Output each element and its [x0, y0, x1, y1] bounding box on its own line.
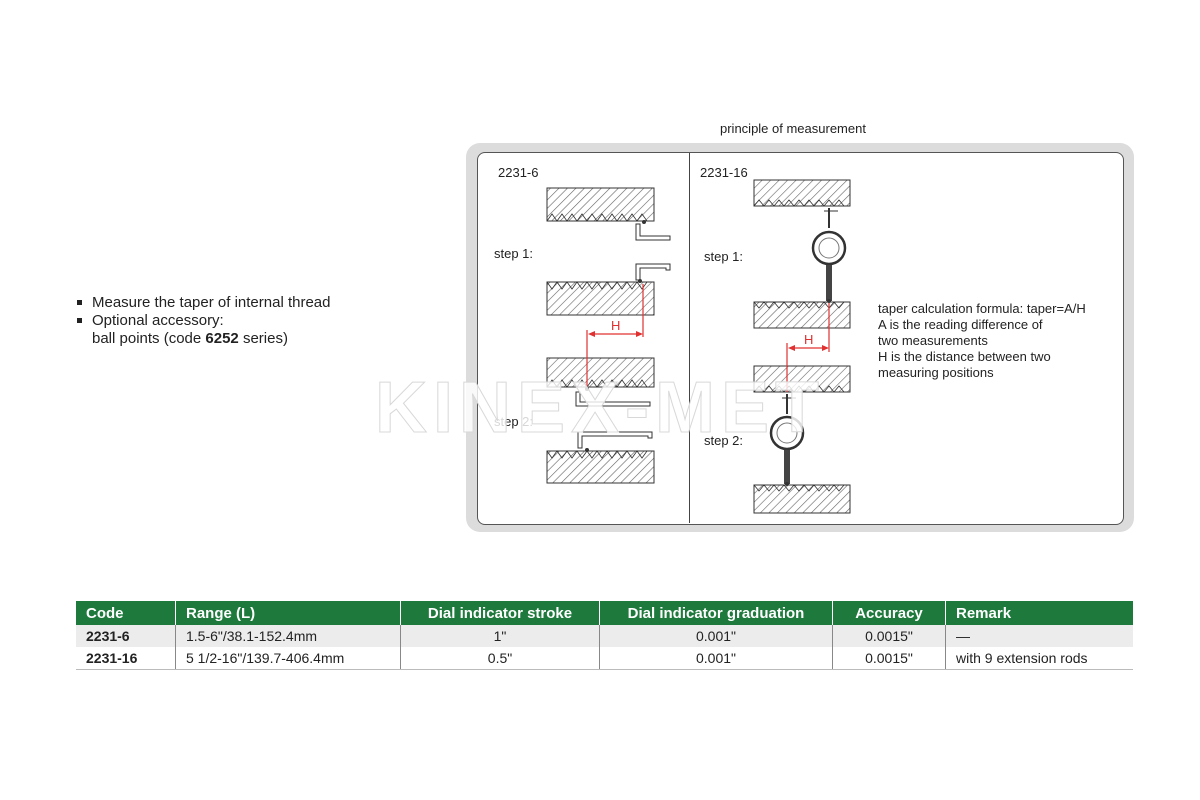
watermark-text: KINEX-MET [375, 368, 825, 448]
bullet-square-icon [77, 318, 82, 323]
taper-formula: taper calculation formula: taper=A/H A i… [878, 301, 1086, 380]
left-step1-block [546, 187, 671, 316]
feature-item: Measure the taper of internal thread [76, 294, 330, 312]
right-h-label: H [804, 332, 814, 347]
feature-list: Measure the taper of internal thread Opt… [76, 294, 330, 348]
left-h-label: H [611, 318, 621, 333]
header-remark: Remark [945, 601, 1133, 625]
left-step1-label: step 1: [494, 246, 534, 261]
header-stroke: Dial indicator stroke [400, 601, 600, 625]
right-step1-label: step 1: [704, 249, 744, 264]
left-step2-block [546, 357, 655, 484]
table-row: 2231-6 1.5-6"/38.1-152.4mm 1" 0.001" 0.0… [76, 625, 1133, 647]
principle-title: principle of measurement [720, 121, 866, 136]
table-row: 2231-16 5 1/2-16"/139.7-406.4mm 0.5" 0.0… [76, 647, 1133, 670]
header-range: Range (L) [175, 601, 401, 625]
left-model-label: 2231-6 [498, 165, 539, 180]
header-graduation: Dial indicator graduation [599, 601, 833, 625]
kinex-met-watermark: KINEX-MET [375, 368, 825, 449]
panel-divider [689, 153, 690, 523]
bullet-square-icon [77, 300, 82, 305]
header-accuracy: Accuracy [832, 601, 946, 625]
left-h-dimension [586, 284, 644, 388]
feature-item: Optional accessory: [76, 312, 330, 330]
table-header-row: Code Range (L) Dial indicator stroke Dia… [76, 601, 1133, 625]
header-code: Code [76, 601, 176, 625]
spec-table: Code Range (L) Dial indicator stroke Dia… [76, 601, 1133, 670]
left-step2-label: step 2: [494, 414, 534, 429]
right-step1-block [753, 179, 851, 329]
feature-subline: ball points (code 6252 series) [92, 330, 288, 347]
right-h-dimension [786, 303, 830, 392]
right-step2-label: step 2: [704, 433, 744, 448]
right-model-label: 2231-16 [700, 165, 748, 180]
right-step2-block [753, 365, 851, 514]
